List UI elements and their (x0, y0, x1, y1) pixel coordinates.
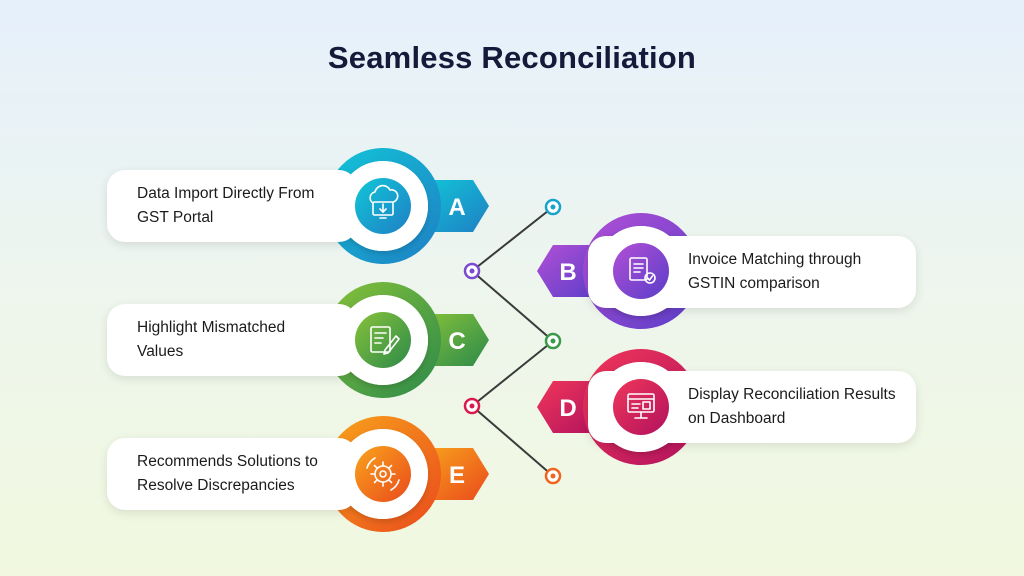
step-c-letter: C (448, 328, 465, 355)
step-b-card: Invoice Matching through GSTIN compariso… (588, 236, 916, 308)
page-title: Seamless Reconciliation (327, 40, 697, 75)
step-d-text: Display Reconciliation Results on Dashbo… (688, 386, 896, 427)
step-e: E (325, 416, 562, 532)
step-c-text: Highlight Mismatched Values (137, 319, 286, 360)
step-a-letter: A (448, 194, 465, 221)
step-d-node-dot (469, 403, 475, 409)
step-a-node-dot (550, 204, 556, 210)
step-e-icon-bg (355, 446, 411, 502)
step-e-node-dot (550, 473, 556, 479)
step-a-card: Data Import Directly From GST Portal (107, 170, 357, 242)
step-c: C (325, 282, 562, 398)
step-a-text: Data Import Directly From GST Portal (137, 185, 315, 226)
step-b-letter: B (559, 259, 576, 286)
step-c-card: Highlight Mismatched Values (107, 304, 357, 376)
step-e-card: Recommends Solutions to Resolve Discrepa… (107, 438, 357, 510)
step-d-card: Display Reconciliation Results on Dashbo… (588, 371, 916, 443)
step-b-node-dot (469, 268, 475, 274)
step-c-node-dot (550, 338, 556, 344)
step-e-text: Recommends Solutions to Resolve Discrepa… (137, 453, 318, 494)
step-e-letter: E (449, 462, 465, 489)
step-d-letter: D (559, 395, 576, 422)
step-c-icon-bg (355, 312, 411, 368)
step-a: A (325, 148, 562, 264)
step-b-text: Invoice Matching through GSTIN compariso… (688, 251, 862, 292)
